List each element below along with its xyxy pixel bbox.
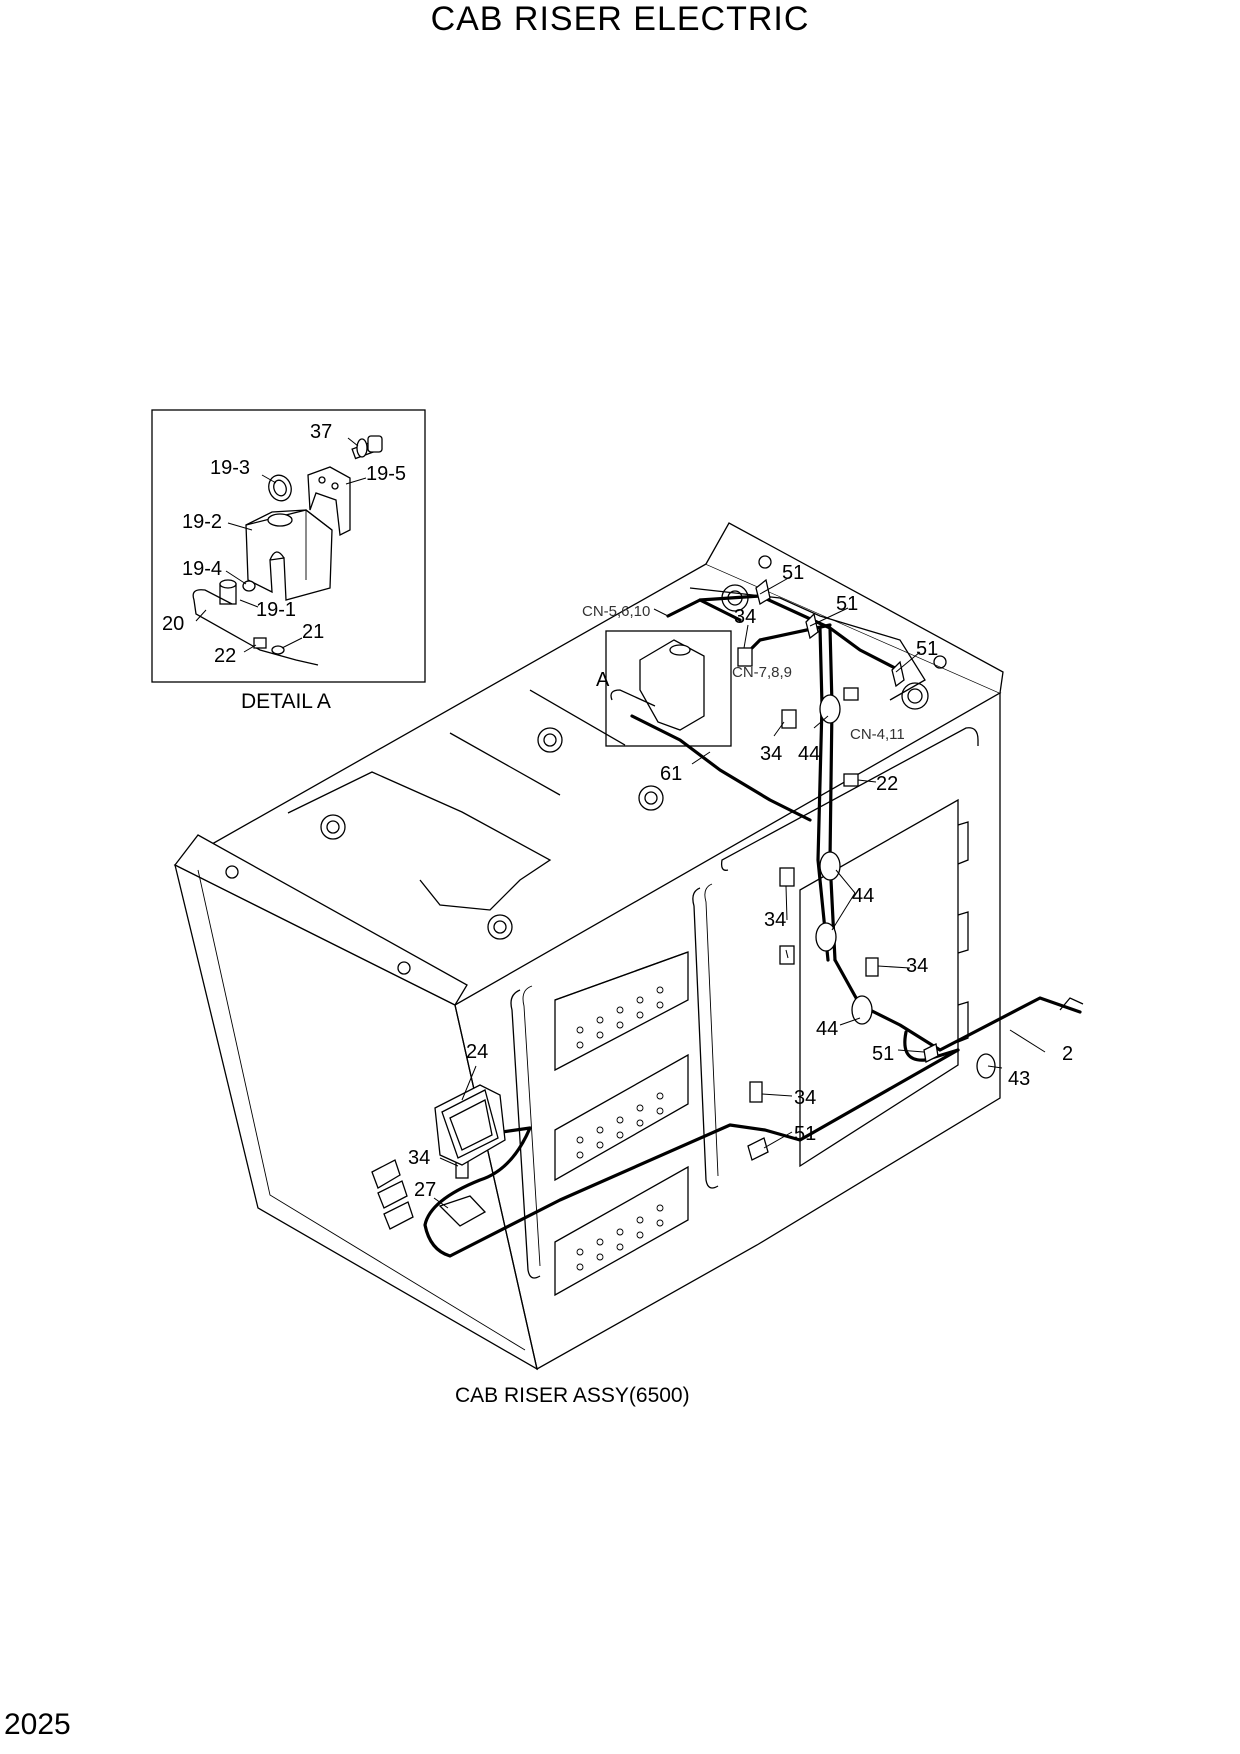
connector-ref-cn-5-6-10: CN-5,6,10: [582, 603, 650, 620]
detail-a-caption: DETAIL A: [241, 690, 331, 713]
plug-icon: [242, 580, 256, 592]
assembly-caption: CAB RISER ASSY(6500): [455, 1384, 690, 1407]
callout-34: 34: [760, 743, 782, 765]
callout-19-4: 19-4: [182, 558, 222, 580]
callout-19-3: 19-3: [210, 457, 250, 479]
step-tray: [554, 1165, 689, 1297]
callout-61: 61: [660, 763, 682, 785]
hose-line: [192, 589, 319, 666]
work-lamp-icon: [434, 1084, 506, 1166]
callout-51: 51: [794, 1123, 816, 1145]
page-number: 2025: [4, 1708, 71, 1741]
callout-37: 37: [310, 421, 332, 443]
connector-icon: [843, 773, 859, 787]
callout-51: 51: [836, 593, 858, 615]
cross-plate: [287, 771, 552, 911]
front-rail: [174, 834, 468, 1006]
pump-motor-icon: [219, 579, 237, 605]
wiring-harness: [423, 578, 1084, 1258]
switch-icon: [438, 1195, 487, 1227]
step-tray: [554, 951, 689, 1072]
detail-a-ref-label: A: [596, 669, 610, 691]
connector-icon: [843, 687, 859, 701]
callout-22: 22: [876, 773, 898, 795]
callout-22: 22: [214, 645, 236, 667]
detail-a-reference: [605, 630, 732, 747]
grab-handle-left: [510, 989, 541, 1279]
cap-icon: [268, 474, 292, 502]
vent-louver: [371, 1159, 414, 1230]
callout-21: 21: [302, 621, 324, 643]
connector-ref-cn-4-11: CN-4,11: [850, 726, 905, 743]
callout-51: 51: [872, 1043, 894, 1065]
callout-19-5: 19-5: [366, 463, 406, 485]
front-face: [454, 693, 1001, 1370]
callout-44: 44: [852, 885, 874, 907]
callout-51: 51: [916, 638, 938, 660]
clip-icon: [747, 578, 939, 1161]
callout-44: 44: [816, 1018, 838, 1040]
connector-ref-cn-7-8-9: CN-7,8,9: [732, 664, 792, 681]
callout-43: 43: [1008, 1068, 1030, 1090]
callout-2: 2: [1062, 1043, 1073, 1065]
rear-rail: [705, 522, 1004, 694]
callout-51: 51: [782, 562, 804, 584]
access-door: [799, 798, 959, 1168]
main-cable: [423, 1048, 960, 1258]
step-tray: [554, 1053, 689, 1182]
callout-27: 27: [414, 1179, 436, 1201]
detail-a-box: [605, 630, 732, 747]
grab-handle-mid: [692, 887, 719, 1189]
callout-19-2: 19-2: [182, 511, 222, 533]
detail-a-inset: 37 19-3 19-5 19-2 19-4 19-1 20 21 22: [151, 409, 426, 683]
grab-handle-top: [720, 727, 979, 871]
callout-34: 34: [734, 606, 756, 628]
cab-riser-body: [173, 522, 1004, 1371]
callout-34: 34: [906, 955, 928, 977]
callout-34: 34: [764, 909, 786, 931]
callout-20: 20: [162, 613, 184, 635]
bolt-icon: [351, 435, 383, 460]
page-title: CAB RISER ELECTRIC: [430, 0, 810, 38]
clamp-icon: [815, 694, 996, 1079]
main-callouts: CN-5,6,10 CN-7,8,9 CN-4,11 A 51 51 51 34…: [408, 562, 1073, 1209]
callout-44: 44: [798, 743, 820, 765]
clip-icon: [253, 637, 267, 649]
washer-tank-icon: [245, 509, 333, 601]
bracket-icon: [307, 466, 351, 536]
callout-34: 34: [408, 1147, 430, 1169]
callout-24: 24: [466, 1041, 488, 1063]
detail-a-frame: [151, 409, 426, 683]
connector-icon: [271, 645, 285, 655]
callout-34: 34: [794, 1087, 816, 1109]
bolt-icon: [455, 647, 879, 1179]
callout-19-1: 19-1: [256, 599, 296, 621]
